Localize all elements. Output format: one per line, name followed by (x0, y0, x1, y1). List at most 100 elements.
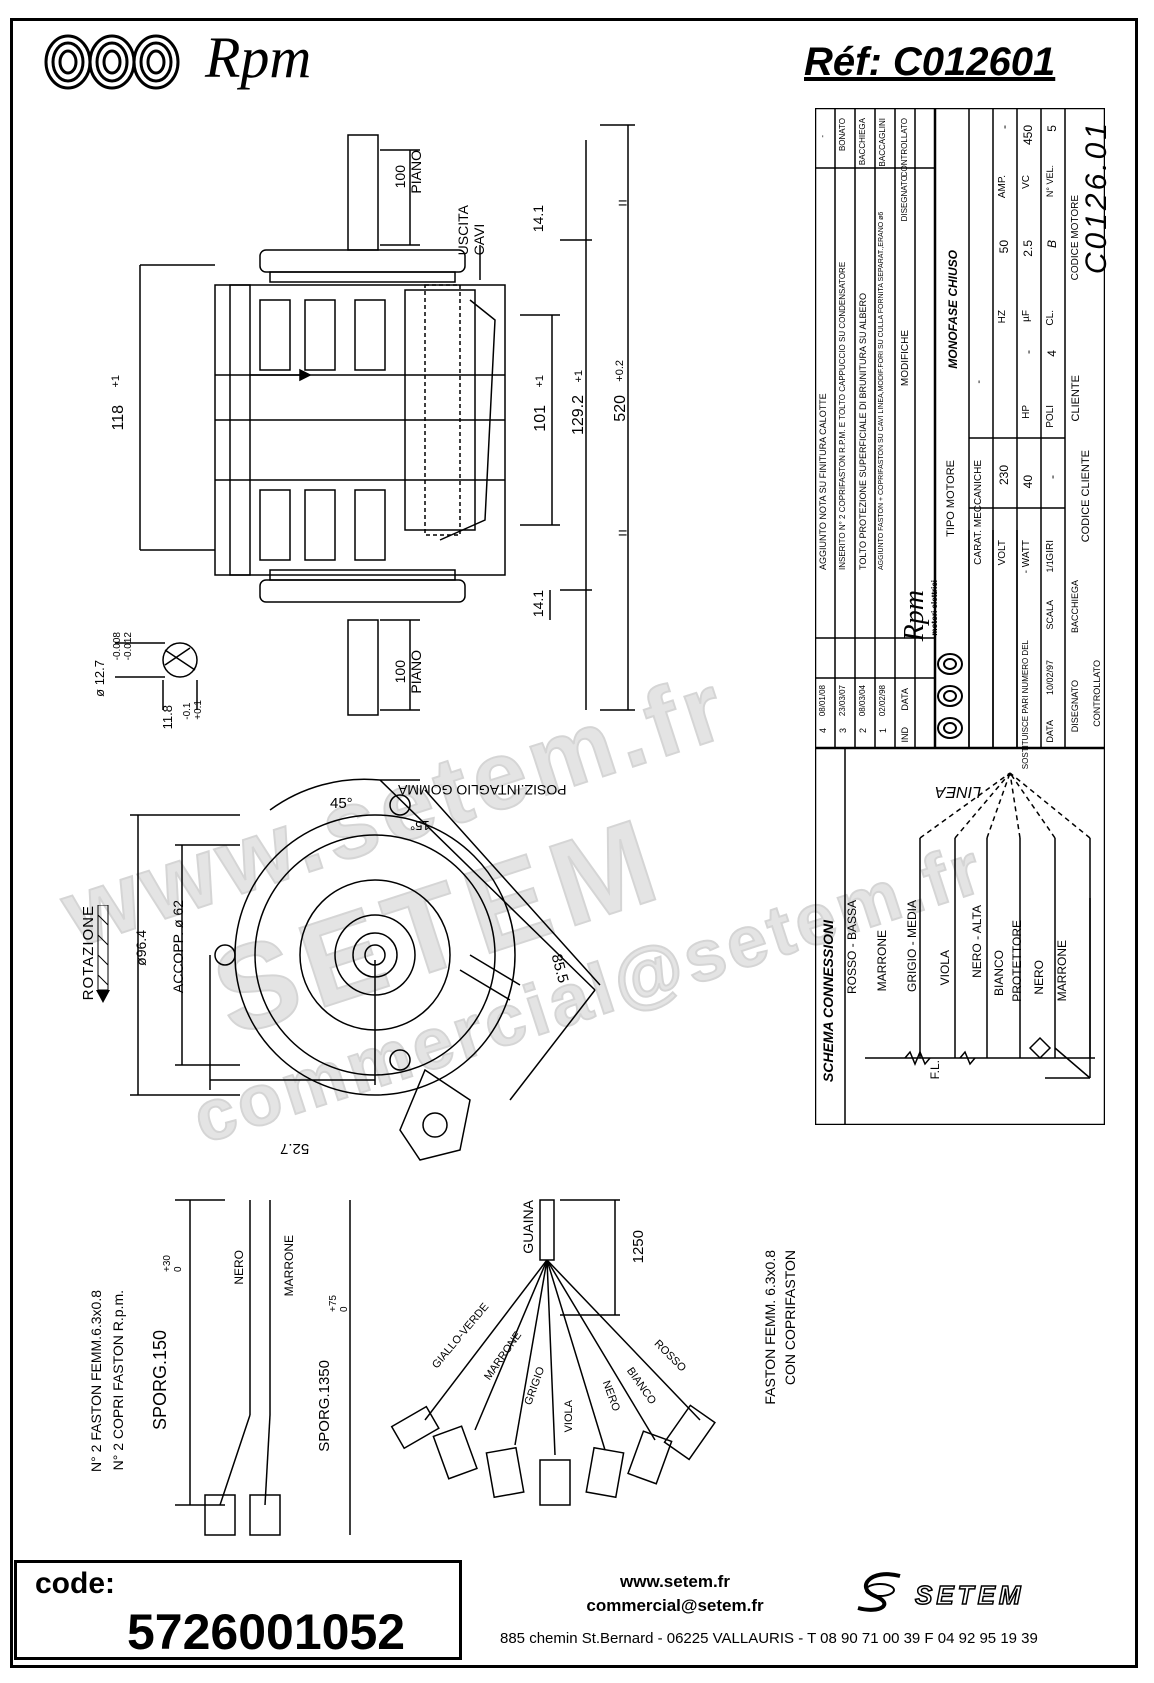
shaft-diameter: ø 12.7 (92, 660, 107, 697)
hz-label: HZ (997, 310, 1008, 324)
code-value: 5726001052 (127, 1604, 406, 1660)
dim-118: 118 (110, 405, 127, 431)
disegnato-value: BACCHIEGA (1070, 580, 1080, 634)
dim-52-7: 52.7 (280, 1140, 310, 1157)
faston-note-2: N° 2 COPRI FASTON R.p.m. (110, 1290, 126, 1471)
footer-email[interactable]: commercial@setem.fr (586, 1596, 764, 1615)
title-brand: Rpm (899, 590, 930, 642)
motor-side-view (139, 124, 635, 716)
guaina-label: GUAINA (520, 1200, 536, 1254)
brand-name: Rpm (205, 25, 312, 90)
revision-4-date: 08/01/08 (818, 685, 827, 717)
dim-520-tol: +0.2 (614, 360, 626, 382)
revision-2-text: TOLTO PROTEZIONE SUPERFICIALE DI BRUNITU… (858, 292, 868, 570)
revision-1-by: BACCAGLINI (878, 118, 887, 167)
wire-viola: VIOLA (563, 1400, 575, 1433)
footer-address: 885 chemin St.Bernard - 06225 VALLAURIS … (500, 1630, 1038, 1647)
revision-4-ind: 4 (818, 728, 828, 734)
hp-value: - (1021, 350, 1035, 354)
schema-wire-3: GRIGIO - MEDIA (905, 900, 919, 993)
cl-label: CL. (1045, 310, 1056, 326)
dim-14-1-bottom: 14.1 (530, 590, 546, 618)
revision-1-text: AGGIUNTO FASTON + COPRIFASTON SU CAVI LI… (878, 211, 885, 570)
faston-femm-label: FASTON FEMM. 6.3x0.8 (762, 1250, 778, 1405)
revision-1-date: 02/02/98 (878, 685, 887, 717)
data-label: DATA (1045, 720, 1055, 743)
dim-101-tol: +1 (534, 375, 546, 388)
schema-title: SCHEMA CONNESSIONI (820, 920, 836, 1083)
cable-nero-label: NERO (232, 1250, 246, 1285)
shaft-flat-dim: 11.8 (160, 705, 175, 730)
revision-3-ind: 3 (838, 728, 848, 734)
poli-label: POLI (1045, 405, 1056, 428)
schema-wire-1: ROSSO - BASSA (845, 900, 859, 995)
setem-swirl-logo-icon (857, 1572, 901, 1612)
shaft-section (115, 642, 198, 710)
title-lower-grid (968, 530, 1018, 748)
faston-note-1: N° 2 FASTON FEMM.6.3x0.8 (88, 1290, 104, 1472)
poli-value: 4 (1045, 350, 1059, 357)
revision-3-date: 23/03/07 (838, 685, 847, 717)
piano-bottom-label: PIANO (408, 650, 424, 694)
revision-2-by: BACCHIEGA (858, 118, 867, 166)
revision-2-ind: 2 (858, 728, 868, 734)
schema-fl: F.L. (928, 1060, 942, 1080)
schema-wire-2: MARRONE (875, 930, 889, 992)
schema-wire-4: VIOLA (938, 950, 952, 986)
ind-header: IND (900, 727, 910, 743)
schema-linea: LINEA (935, 783, 982, 800)
revision-3-by: BONATO (838, 118, 847, 152)
modifiche-header: MODIFICHE (900, 330, 911, 387)
rpm-coil-logo-icon (44, 34, 180, 90)
reference-number: Réf: C012601 (804, 40, 1056, 84)
cable-drawings (175, 1199, 716, 1536)
equal-mark-bottom: = (618, 525, 628, 542)
revision-table-grid (815, 108, 935, 748)
dim-129-2-tol: +1 (573, 370, 585, 383)
uscita-cavi-label: USCITA CAVI (455, 205, 487, 256)
sostituisce-value: - (1021, 570, 1032, 574)
code-box: code: 5726001052 (14, 1560, 462, 1660)
cable-marrone-label: MARRONE (282, 1235, 296, 1297)
dim-100-bottom: 100 (392, 660, 408, 684)
dim-101: 101 (532, 405, 549, 432)
angle-15-label: 15° (410, 818, 430, 833)
vc-value: 450 (1021, 125, 1035, 146)
scala-value: 1/1 (1045, 560, 1055, 573)
controllato-header: CONTROLLATO (900, 118, 909, 178)
sporg-1350-tol: +75 0 (328, 1295, 350, 1312)
vel-label: N° VEL. (1045, 165, 1055, 198)
amp-value: - (997, 125, 1011, 129)
revision-4-text: AGGIUNTO NOTA SU FINITURA CALOTTE (818, 393, 828, 570)
dia-96-4: ø96.4 (133, 930, 149, 966)
controllato-label: CONTROLLATO (1092, 660, 1102, 727)
setem-logo: SETEM (914, 1579, 1025, 1611)
equal-mark-top: = (618, 195, 628, 212)
dim-1250: 1250 (630, 1230, 647, 1264)
disegnato-label: DISEGNATO (1070, 680, 1080, 733)
drawing-sheet (10, 18, 1138, 1668)
tipo-motore-label: TIPO MOTORE (945, 460, 957, 537)
revision-1-ind: 1 (878, 728, 888, 734)
dim-14-1-top: 14.1 (530, 205, 546, 233)
sporg-150: SPORG.150 (150, 1330, 170, 1431)
angle-45-label: 45° (330, 795, 353, 812)
data-header: DATA (900, 688, 910, 711)
posiz-intaglio-label: POSIZ.INTAGLIO GOMMA (398, 782, 567, 798)
motor-front-view (130, 778, 601, 1161)
schema-wire-6: BIANCO (992, 950, 1006, 997)
disegnato-header: DISEGNATO (900, 175, 909, 222)
hz-value: 50 (997, 240, 1011, 254)
footer-website[interactable]: www.setem.fr (620, 1572, 730, 1591)
tipo-motore-value: MONOFASE CHIUSO (946, 250, 960, 369)
scala-label: SCALA (1045, 600, 1055, 630)
shaft-diameter-tol: -0.008 -0.012 (112, 632, 134, 661)
con-coprifaston-label: CON COPRIFASTON (782, 1250, 798, 1386)
dim-118-tol: +1 (110, 375, 122, 388)
dim-129-2: 129.2 (570, 395, 587, 436)
vc-label: VC (1021, 175, 1032, 189)
revision-3-text: INSERITO N° 2 COPRIFASTON R.P.M. E TOLTO… (838, 261, 847, 570)
wiring-schema (815, 748, 1105, 1125)
schema-wire-7: PROTETTORE (1010, 920, 1024, 1002)
codice-cliente-label: CODICE CLIENTE (1080, 450, 1092, 543)
